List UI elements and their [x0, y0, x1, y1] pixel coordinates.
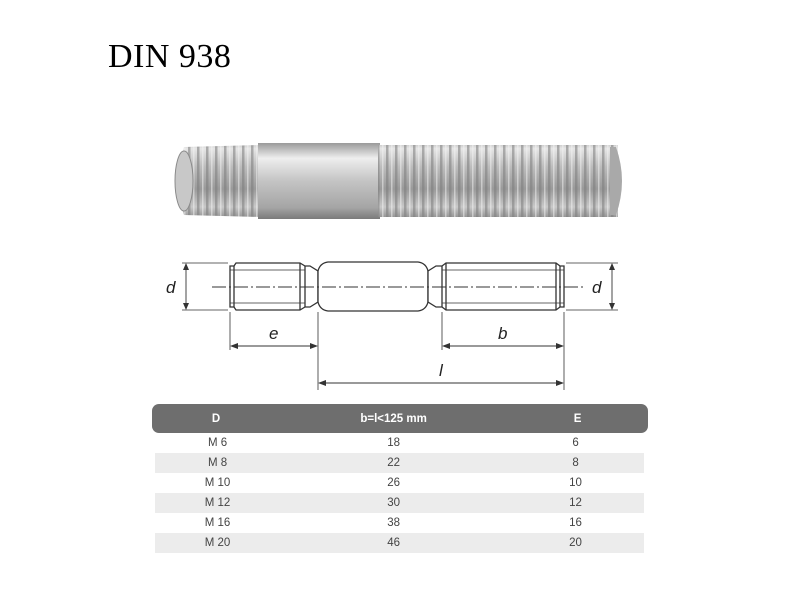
- cell-size: M 20: [148, 533, 281, 553]
- cell-e: 10: [507, 473, 652, 493]
- cell-e: 20: [507, 533, 652, 553]
- dimension-label-d-left: d: [166, 278, 176, 297]
- cell-b: 22: [280, 453, 508, 473]
- column-header-b: b=l<125 mm: [280, 404, 508, 433]
- cell-b: 18: [387, 437, 400, 449]
- cell-e: 16: [507, 513, 652, 533]
- cell-size: M 8: [148, 453, 281, 473]
- dimension-label-d-right: d: [592, 278, 602, 297]
- cell-e: 12: [507, 493, 652, 513]
- stud-bolt-photo: [174, 143, 622, 219]
- cell-size: M 12: [148, 493, 281, 513]
- cell-b: 26: [387, 477, 400, 489]
- cell-b: 30: [280, 493, 508, 513]
- dimension-label-l: l: [439, 361, 444, 380]
- spec-table: D b=l<125 mm E M 6 18 6 M 8 22 8 M 10 26…: [148, 404, 652, 553]
- column-header-e: E: [507, 404, 648, 433]
- table-header-row: D b=l<125 mm E: [152, 404, 648, 433]
- table-row: M 16 38 16: [148, 513, 652, 533]
- table-row: M 10 26 10: [148, 473, 652, 493]
- column-header-d: D: [152, 404, 281, 433]
- cell-e: 8: [507, 453, 652, 473]
- table-row: M 20 46 20: [148, 533, 652, 553]
- cell-b: 46: [280, 533, 508, 553]
- cell-b: 38: [387, 517, 400, 529]
- table-row: M 12 30 12: [148, 493, 652, 513]
- dimension-label-e: e: [269, 324, 278, 343]
- cell-size: M 10: [148, 473, 281, 493]
- cell-size: M 6: [148, 433, 281, 453]
- table-row: M 8 22 8: [148, 453, 652, 473]
- dimension-label-b: b: [498, 324, 507, 343]
- cell-e: 6: [507, 433, 652, 453]
- technical-drawing: d d e b l: [166, 261, 618, 390]
- table-row: M 6 18 6: [148, 433, 652, 453]
- cell-size: M 16: [148, 513, 281, 533]
- page-title: DIN 938: [108, 38, 232, 75]
